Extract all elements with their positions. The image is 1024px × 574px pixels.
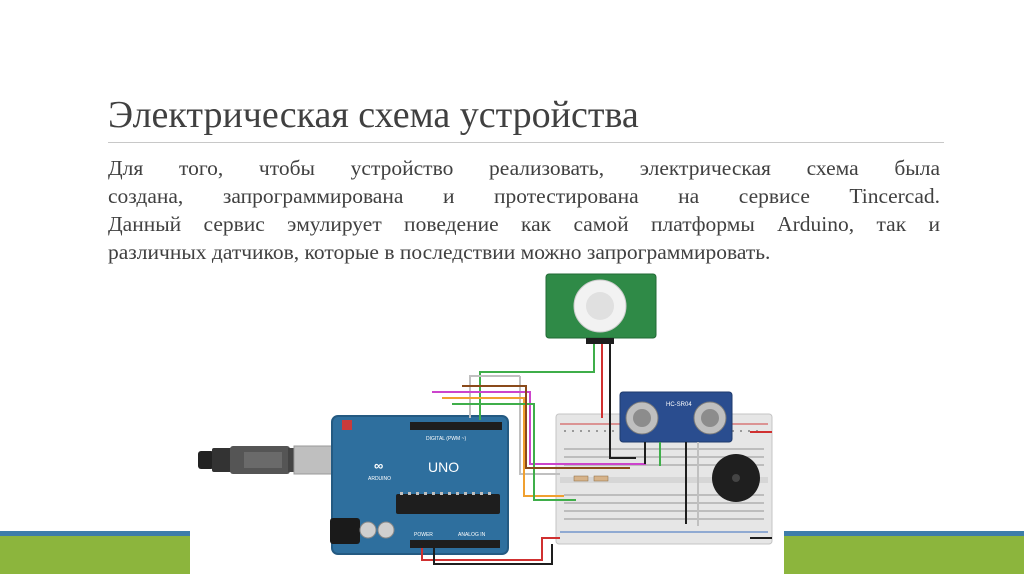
power-header-label: POWER (414, 532, 433, 538)
analog-header-label: ANALOG IN (458, 532, 486, 538)
paragraph-line: различных датчиков, которые в последстви… (108, 240, 771, 264)
footer-stripe-right (784, 531, 1024, 574)
piezo-buzzer (712, 454, 760, 502)
pir-motion-sensor (545, 273, 657, 344)
ultrasonic-label: HC-SR04 (666, 402, 692, 408)
title-divider (108, 142, 944, 143)
circuit-diagram: DIGITAL (PWM ~) ∞ ARDUINO UNO POWER ANAL… (198, 273, 773, 565)
slide-title: Электрическая схема устройства (108, 94, 639, 136)
paragraph-line: Данный сервис эмулирует поведение как са… (108, 212, 940, 236)
slide-paragraph: Для того, чтобы устройство реализовать, … (108, 154, 940, 266)
board-logo-text: ARDUINO (368, 476, 391, 482)
paragraph-line: Для того, чтобы устройство реализовать, … (108, 156, 940, 180)
wires (421, 344, 772, 565)
svg-text:∞: ∞ (374, 458, 383, 473)
digital-header-label: DIGITAL (PWM ~) (426, 436, 466, 442)
paragraph-line: создана, запрограммирована и протестиров… (108, 184, 940, 208)
board-model-text: UNO (428, 459, 459, 475)
arduino-board: DIGITAL (PWM ~) ∞ ARDUINO UNO POWER ANAL… (330, 415, 509, 555)
ultrasonic-sensor: HC-SR04 (619, 391, 733, 443)
usb-cable (198, 445, 335, 475)
footer-stripe-left (0, 531, 190, 574)
